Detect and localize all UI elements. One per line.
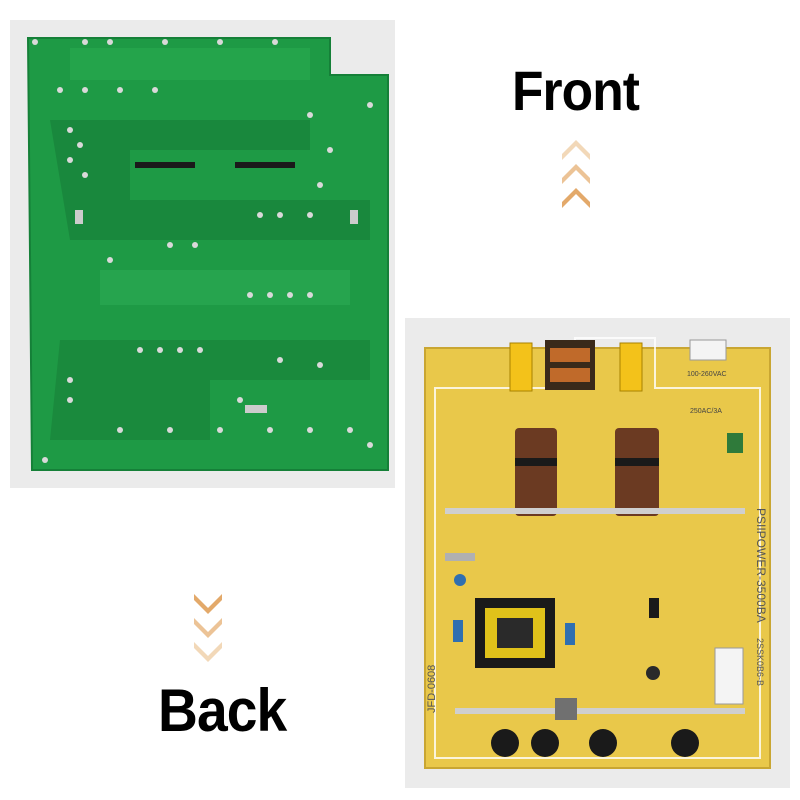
back-board-photo [10, 20, 395, 488]
front-board-image: 100-260VAC 250AC/3A PSIIPOWER-3500BA JFD… [424, 337, 771, 769]
back-board-image [26, 37, 389, 471]
part-number-text: 2SSK0B6-B [755, 638, 765, 686]
input-voltage-text: 100-260VAC [687, 371, 727, 378]
model-text: PSIIPOWER-3500BA [754, 508, 768, 623]
up-chevrons-icon [558, 132, 594, 212]
down-chevrons-icon [190, 590, 226, 670]
fuse-rating-text: 250AC/3A [690, 408, 722, 415]
front-board-photo: 100-260VAC 250AC/3A PSIIPOWER-3500BA JFD… [405, 318, 790, 788]
front-label: Front [512, 59, 640, 122]
board-code-text: JFD-0608 [426, 665, 438, 713]
back-label: Back [158, 677, 287, 744]
